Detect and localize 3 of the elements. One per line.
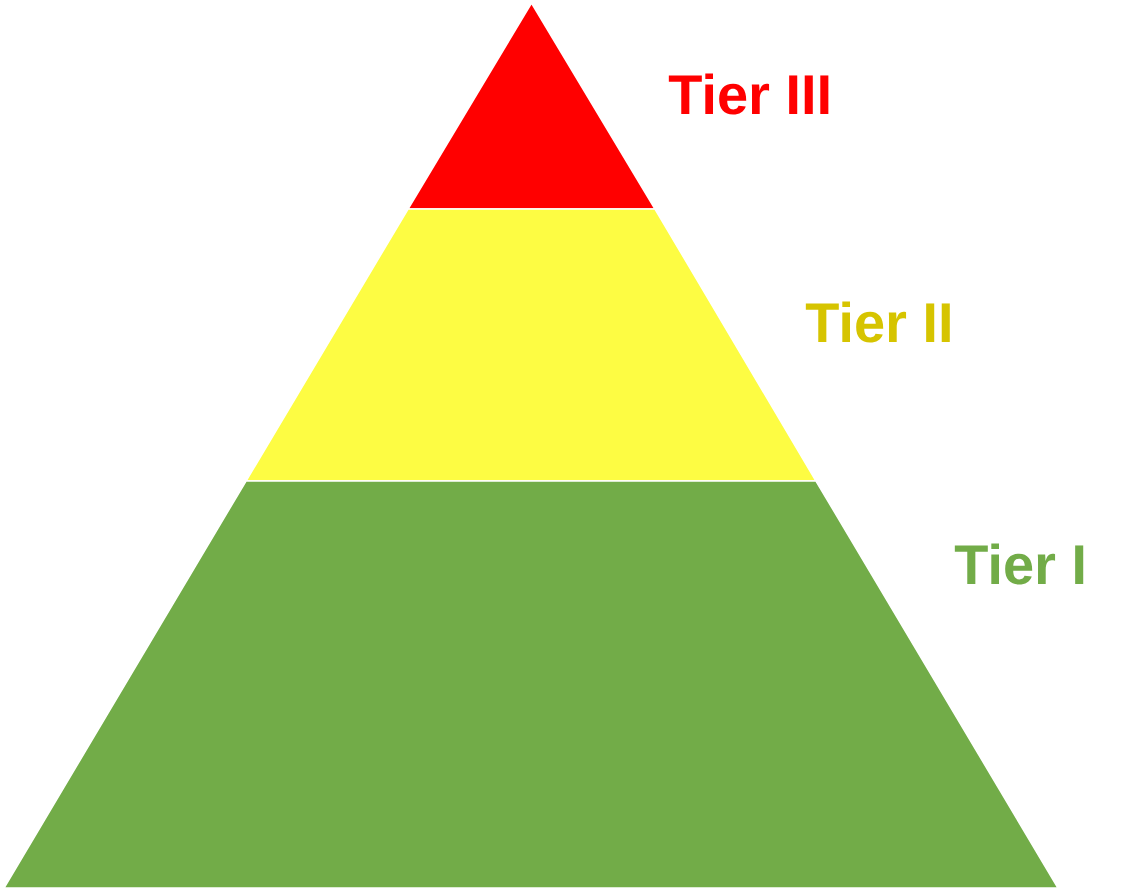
tier-label: Tier III: [668, 73, 829, 115]
tier-label: Tier II: [805, 301, 950, 343]
tier-label: Tier I: [954, 543, 1084, 585]
